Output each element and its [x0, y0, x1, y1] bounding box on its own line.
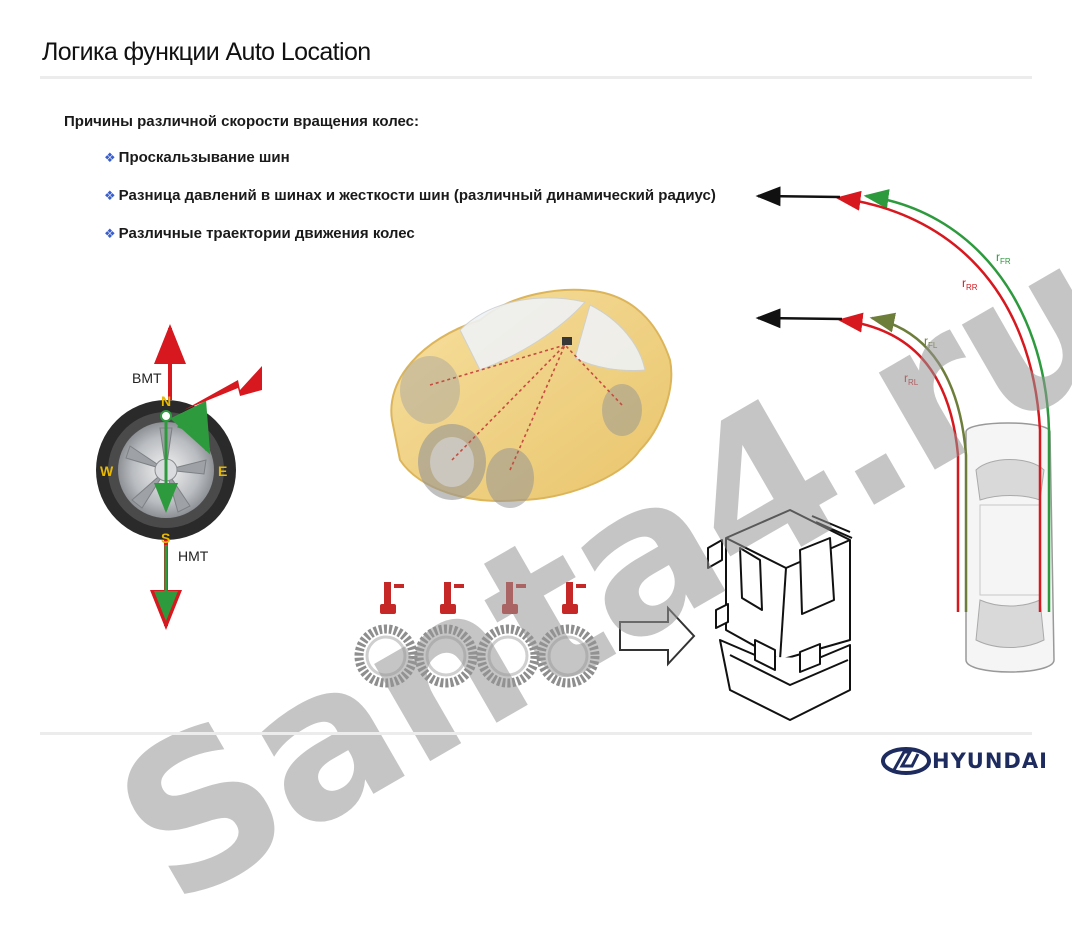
bullet-item-3: ❖Различные траектории движения колес	[104, 224, 716, 262]
rotation-arrow	[170, 400, 211, 455]
trajectory-rr	[835, 190, 1042, 612]
bullet-item-2: ❖Разница давлений в шинах и жесткости ши…	[104, 186, 716, 224]
label-nmt: НМТ	[178, 548, 209, 564]
car-top-view	[965, 422, 1055, 673]
bullet-list: ❖Проскальзывание шин ❖Разница давлений в…	[104, 148, 716, 262]
bottom-divider	[40, 732, 1032, 735]
bullet-text-3: Различные траектории движения колес	[118, 225, 415, 242]
top-divider	[40, 76, 1032, 79]
diamond-bullet-icon: ❖	[104, 150, 116, 165]
compass-w: W	[100, 463, 114, 479]
diamond-bullet-icon: ❖	[104, 188, 116, 203]
section-heading: Причины различной скорости вращения коле…	[64, 113, 420, 130]
speed-sensor-2	[414, 582, 478, 688]
label-r-fl: rFL	[924, 334, 938, 350]
diamond-bullet-icon: ❖	[104, 226, 116, 241]
hyundai-logo-icon	[881, 747, 931, 775]
trajectory-fr	[863, 189, 1051, 612]
signal-bolt-icon	[184, 366, 262, 410]
compass-s: S	[161, 530, 170, 546]
ecu-module	[707, 509, 853, 721]
compass-n: N	[161, 393, 171, 409]
speed-sensor-row	[354, 582, 600, 688]
wheel-diagram: ВМТ НМТ N S W E	[96, 324, 262, 630]
label-r-rl: rRL	[904, 371, 919, 387]
label-vmt: ВМТ	[132, 370, 162, 386]
trajectory-rl	[837, 312, 960, 612]
speed-sensor-3	[476, 582, 540, 688]
compass-e: E	[218, 463, 227, 479]
slide-title: Логика функции Auto Location	[42, 38, 371, 66]
car-3d-illustration	[390, 288, 673, 508]
direction-arrow-top	[755, 186, 841, 207]
trajectory-fl	[869, 312, 968, 612]
flow-arrow-icon	[619, 605, 696, 667]
bullet-text-2: Разница давлений в шинах и жесткости шин…	[118, 187, 716, 204]
direction-arrow-bottom	[755, 308, 843, 329]
bullet-item-1: ❖Проскальзывание шин	[104, 148, 716, 186]
label-r-rr: rRR	[962, 276, 978, 292]
diagram-canvas: ВМТ НМТ N S W E	[96, 186, 1055, 775]
brand-wordmark: HYUNDAI	[932, 749, 1048, 773]
receiver-module	[562, 337, 572, 345]
speed-sensor-4	[536, 582, 600, 688]
label-r-fr: rFR	[996, 250, 1011, 266]
bullet-text-1: Проскальзывание шин	[118, 149, 290, 166]
speed-sensor-1	[354, 582, 418, 688]
